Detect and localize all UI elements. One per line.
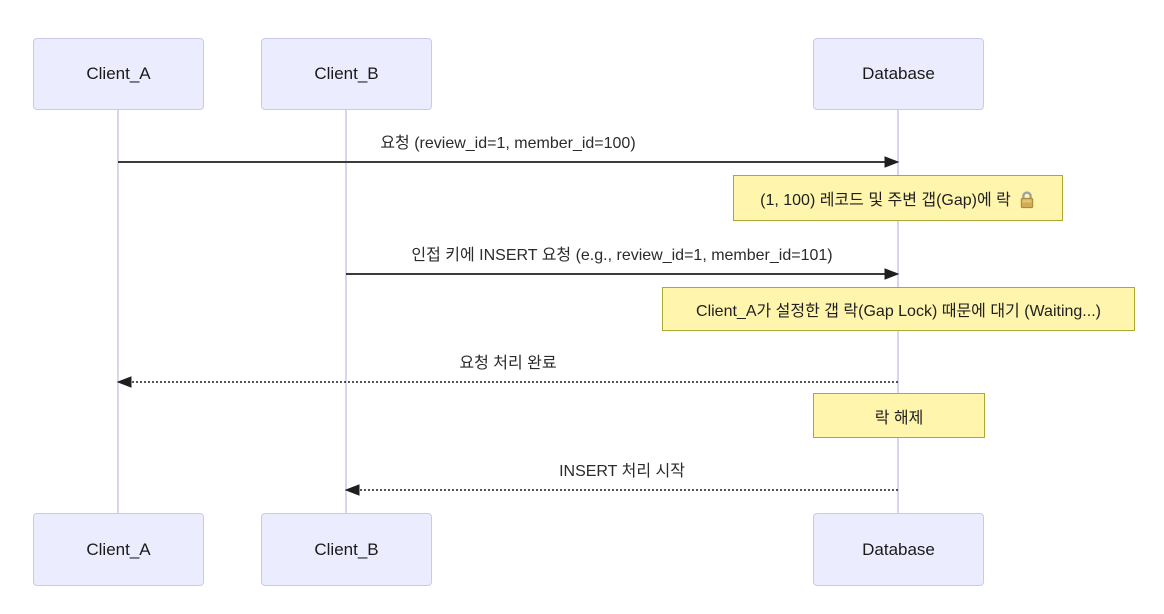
actor-client-b-top-label: Client_B	[314, 64, 379, 83]
actor-client-a-top-label: Client_A	[86, 64, 151, 83]
actor-client-b-bottom: Client_B	[261, 513, 432, 586]
actor-client-b-bottom-label: Client_B	[314, 539, 379, 559]
note-lock-release-text: 락 해제	[874, 409, 924, 427]
actor-database-bottom: Database	[813, 513, 984, 586]
lifeline-client-b	[345, 110, 347, 513]
actor-client-b-top: Client_B	[261, 38, 432, 110]
lifeline-client-a	[117, 110, 119, 513]
note-waiting: Client_A가 설정한 갭 락(Gap Lock) 때문에 대기 (Wait…	[662, 287, 1135, 331]
arrow-request-done-head	[116, 376, 132, 388]
actor-client-a-top: Client_A	[33, 38, 204, 110]
lock-icon	[1020, 190, 1034, 208]
message-label-request: 요청 (review_id=1, member_id=100)	[380, 135, 636, 152]
message-label-request-done: 요청 처리 완료	[459, 355, 557, 372]
message-label-insert-start: INSERT 처리 시작	[559, 463, 685, 480]
message-label-insert-request: 인접 키에 INSERT 요청 (e.g., review_id=1, memb…	[411, 247, 833, 264]
actor-database-top-label: Database	[862, 64, 935, 83]
note-waiting-text: Client_A가 설정한 갭 락(Gap Lock) 때문에 대기 (Wait…	[696, 303, 1101, 320]
note-gap-lock-text: (1, 100) 레코드 및 주변 갭(Gap)에 락	[760, 192, 1011, 209]
actor-database-top: Database	[813, 38, 984, 110]
arrow-insert-start-head	[344, 484, 360, 496]
actor-database-bottom-label: Database	[862, 539, 935, 559]
actor-client-a-bottom: Client_A	[33, 513, 204, 586]
note-lock-release: 락 해제	[813, 393, 985, 438]
actor-client-a-bottom-label: Client_A	[86, 539, 151, 559]
note-gap-lock: (1, 100) 레코드 및 주변 갭(Gap)에 락	[733, 175, 1063, 221]
